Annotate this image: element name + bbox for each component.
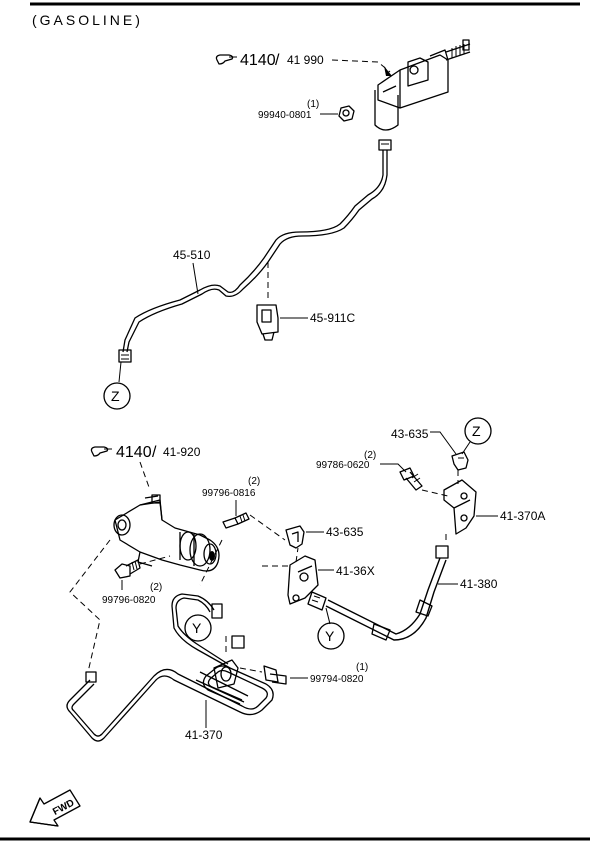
label-99796-0820[interactable]: 99796-0820 [102, 595, 156, 606]
leader-45-510 [192, 262, 199, 295]
marker-y-right [317, 622, 345, 650]
label-41-36x[interactable]: 41-36X [336, 564, 375, 578]
hand-pointer-icon [90, 446, 112, 457]
master-cylinder [374, 39, 471, 131]
marker-y-right-label[interactable]: Y [325, 628, 335, 644]
leader-43-635-upper [430, 431, 457, 455]
ref-4140-bottom[interactable]: 4140 [116, 444, 152, 461]
nut-99940 [338, 105, 355, 122]
leader-99786 [380, 463, 407, 473]
clamp-tab [231, 635, 245, 649]
ref-leader-top [331, 59, 391, 73]
bolt-99796-0816 [222, 512, 250, 529]
label-99940-0801[interactable]: 99940-0801 [258, 110, 312, 121]
leader-y-right [325, 607, 331, 625]
label-99796-0816[interactable]: 99796-0816 [202, 488, 256, 499]
bolt-99794-0820 [263, 665, 287, 685]
hand-pointer-icon [215, 54, 237, 65]
dash-slave-pipe [199, 539, 223, 586]
bolt-99786-0620 [399, 467, 423, 491]
label-41-380[interactable]: 41-380 [460, 577, 498, 591]
ref-arrow-top [384, 66, 392, 76]
qty-99796-0816: (2) [248, 476, 260, 487]
marker-z-top-label[interactable]: Z [111, 388, 120, 404]
marker-z-right-label[interactable]: Z [472, 423, 481, 439]
ref-sub-41990[interactable]: 41 990 [287, 53, 324, 67]
qty-99794: (1) [356, 662, 368, 673]
clip-43-635-lower [285, 525, 305, 549]
qty-99796-0820: (2) [150, 582, 162, 593]
dash-bolt-lower [139, 555, 171, 565]
label-43-635-upper[interactable]: 43-635 [391, 427, 429, 441]
label-41-370a[interactable]: 41-370A [500, 509, 545, 523]
bracket-41-36x [287, 547, 319, 605]
marker-z-top [103, 382, 131, 410]
ref-4140-top[interactable]: 4140 [240, 52, 276, 69]
ref-sub-41920[interactable]: 41-920 [163, 445, 201, 459]
clip-45-911c [256, 304, 279, 341]
clip-43-635-upper [451, 451, 469, 471]
clutch-pipe-45-510 [118, 139, 392, 363]
slave-cylinder [113, 494, 220, 572]
label-99786-0620[interactable]: 99786-0620 [316, 460, 370, 471]
label-45-510[interactable]: 45-510 [173, 248, 211, 262]
label-45-911c[interactable]: 45-911C [310, 311, 355, 325]
qty-99940: (1) [307, 99, 319, 110]
pipe-clamp [213, 659, 239, 689]
header-title[interactable]: (GASOLINE) [32, 12, 143, 28]
label-43-635-lower[interactable]: 43-635 [326, 525, 364, 539]
marker-y-left-label[interactable]: Y [192, 620, 202, 636]
fwd-arrow-icon [29, 789, 81, 827]
label-99794-0820[interactable]: 99794-0820 [310, 674, 364, 685]
label-41-370[interactable]: 41-370 [185, 728, 223, 742]
ref-slash-top: / [275, 52, 280, 69]
hose-41-380 [307, 545, 449, 641]
qty-99786: (2) [364, 450, 376, 461]
dash-bolt-upper [249, 514, 286, 541]
clutch-pipe-41-370 [66, 593, 274, 742]
dash-99794 [239, 667, 263, 673]
marker-z-right [464, 417, 492, 445]
ref-leader-bottom [139, 461, 151, 491]
dash-left-vertical [69, 539, 111, 673]
leader-z-top [118, 361, 122, 383]
ref-slash-bottom: / [152, 444, 157, 461]
bolt-99796-0820 [114, 559, 141, 579]
marker-y-left [184, 614, 212, 642]
bracket-41-370a [443, 479, 477, 535]
